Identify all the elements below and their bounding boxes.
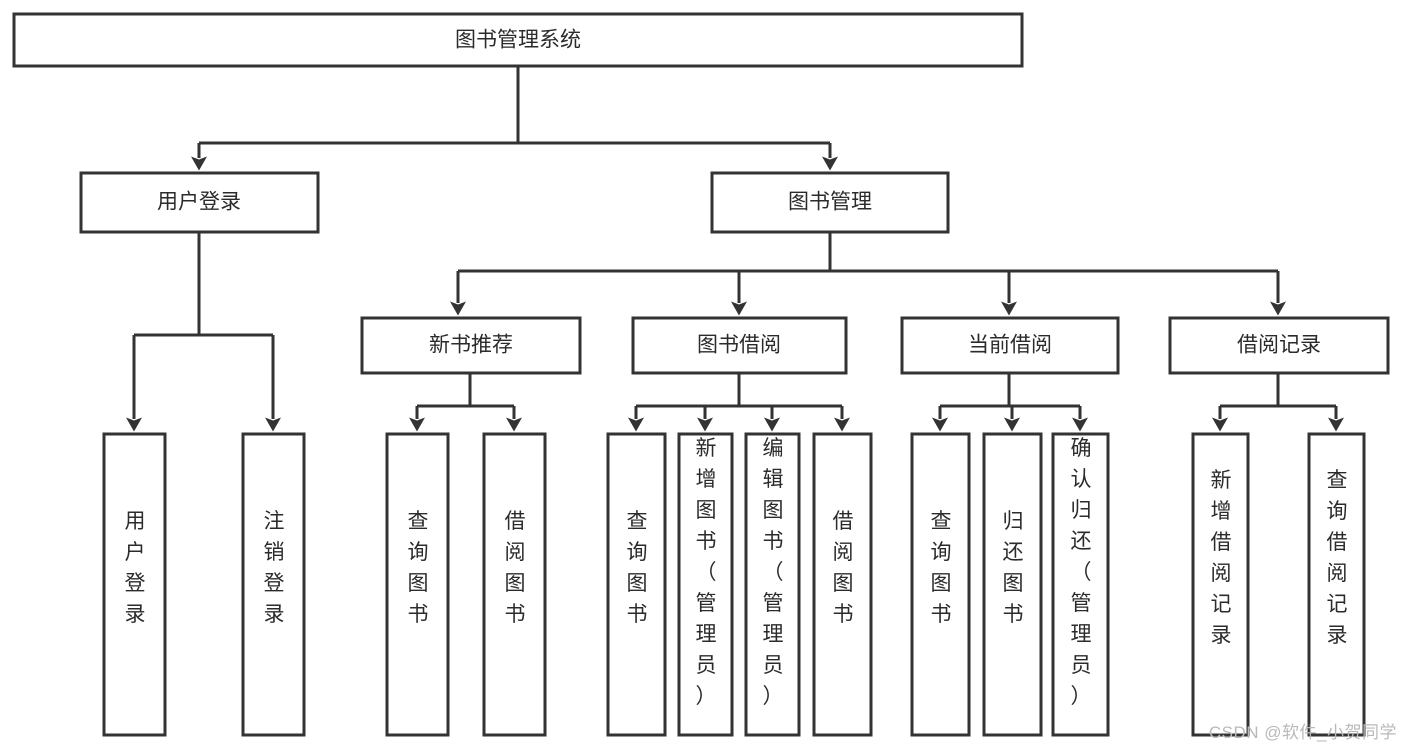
node-borrow-record-label: 借阅记录	[1237, 334, 1321, 357]
node-leaf-return-book[interactable]: 归还图书	[982, 432, 1043, 737]
node-leaf-confirm-return-admin-label: 确认归还（管理员）	[1071, 437, 1092, 708]
node-leaf-query-book-recommend[interactable]: 查询图书	[385, 432, 450, 737]
node-new-book-recommend[interactable]: 新书推荐	[360, 316, 582, 375]
node-leaf-borrow-book[interactable]: 借阅图书	[812, 432, 873, 737]
node-leaf-add-borrow-record-box	[1191, 432, 1250, 737]
node-leaf-query-book-borrow-box	[606, 432, 667, 737]
node-user-login-label: 用户登录	[157, 191, 241, 214]
node-leaf-user-login-label: 用户登录	[125, 510, 146, 626]
node-leaf-return-book-box	[982, 432, 1043, 737]
node-leaf-edit-book-admin-box	[744, 432, 801, 737]
node-leaf-add-book-admin-box	[677, 432, 734, 737]
connector-layer	[126, 66, 1344, 432]
node-leaf-query-book-recommend-label: 查询图书	[408, 510, 429, 626]
node-leaf-query-book-borrow-label: 查询图书	[627, 510, 648, 626]
node-leaf-add-borrow-record[interactable]: 新增借阅记录	[1191, 432, 1250, 737]
node-leaf-query-book-recommend-box	[385, 432, 450, 737]
node-new-book-recommend-label: 新书推荐	[429, 334, 513, 357]
node-leaf-add-book-admin-label: 新增图书（管理员）	[696, 437, 717, 708]
node-leaf-query-book-current[interactable]: 查询图书	[910, 432, 971, 737]
node-book-management[interactable]: 图书管理	[710, 171, 950, 234]
node-leaf-borrow-book-label: 借阅图书	[833, 510, 854, 626]
node-leaf-edit-book-admin[interactable]: 编辑图书（管理员）	[744, 432, 801, 737]
node-leaf-borrow-book-recommend-label: 借阅图书	[505, 510, 526, 626]
node-leaf-logout-login-box	[241, 432, 306, 737]
node-user-login-box	[79, 171, 320, 234]
node-leaf-edit-book-admin-label: 编辑图书（管理员）	[763, 437, 784, 708]
node-current-borrow-label: 当前借阅	[968, 334, 1052, 357]
node-leaf-logout-login[interactable]: 注销登录	[241, 432, 306, 737]
node-leaf-logout-login-label: 注销登录	[264, 510, 285, 626]
node-leaf-query-borrow-record-label: 查询借阅记录	[1327, 469, 1348, 647]
node-leaf-add-book-admin[interactable]: 新增图书（管理员）	[677, 432, 734, 737]
node-leaf-borrow-book-box	[812, 432, 873, 737]
node-leaf-query-borrow-record-box	[1307, 432, 1366, 737]
node-current-borrow[interactable]: 当前借阅	[900, 316, 1120, 375]
node-leaf-confirm-return-admin-box	[1051, 432, 1110, 737]
node-borrow-record[interactable]: 借阅记录	[1168, 316, 1390, 375]
node-leaf-add-borrow-record-label: 新增借阅记录	[1211, 469, 1232, 647]
node-leaf-confirm-return-admin[interactable]: 确认归还（管理员）	[1051, 432, 1110, 737]
node-book-management-box	[710, 171, 950, 234]
csdn-watermark: CSDN @软件_小贺同学	[1208, 723, 1397, 742]
node-root[interactable]: 图书管理系统	[12, 12, 1024, 68]
node-leaf-user-login[interactable]: 用户登录	[102, 432, 167, 737]
node-leaf-query-book-current-label: 查询图书	[931, 510, 952, 626]
node-borrow-record-box	[1168, 316, 1390, 375]
node-book-borrow-box	[631, 316, 848, 375]
node-current-borrow-box	[900, 316, 1120, 375]
node-book-management-label: 图书管理	[788, 191, 872, 214]
node-leaf-query-book-borrow[interactable]: 查询图书	[606, 432, 667, 737]
node-new-book-recommend-box	[360, 316, 582, 375]
node-leaf-query-book-current-box	[910, 432, 971, 737]
node-leaf-borrow-book-recommend-box	[482, 432, 547, 737]
node-leaf-query-borrow-record[interactable]: 查询借阅记录	[1307, 432, 1366, 737]
node-user-login[interactable]: 用户登录	[79, 171, 320, 234]
node-book-borrow[interactable]: 图书借阅	[631, 316, 848, 375]
node-root-label: 图书管理系统	[455, 29, 581, 52]
node-book-borrow-label: 图书借阅	[697, 334, 781, 357]
node-leaf-return-book-label: 归还图书	[1003, 510, 1024, 626]
node-leaf-borrow-book-recommend[interactable]: 借阅图书	[482, 432, 547, 737]
node-leaf-user-login-box	[102, 432, 167, 737]
node-root-box	[12, 12, 1024, 68]
